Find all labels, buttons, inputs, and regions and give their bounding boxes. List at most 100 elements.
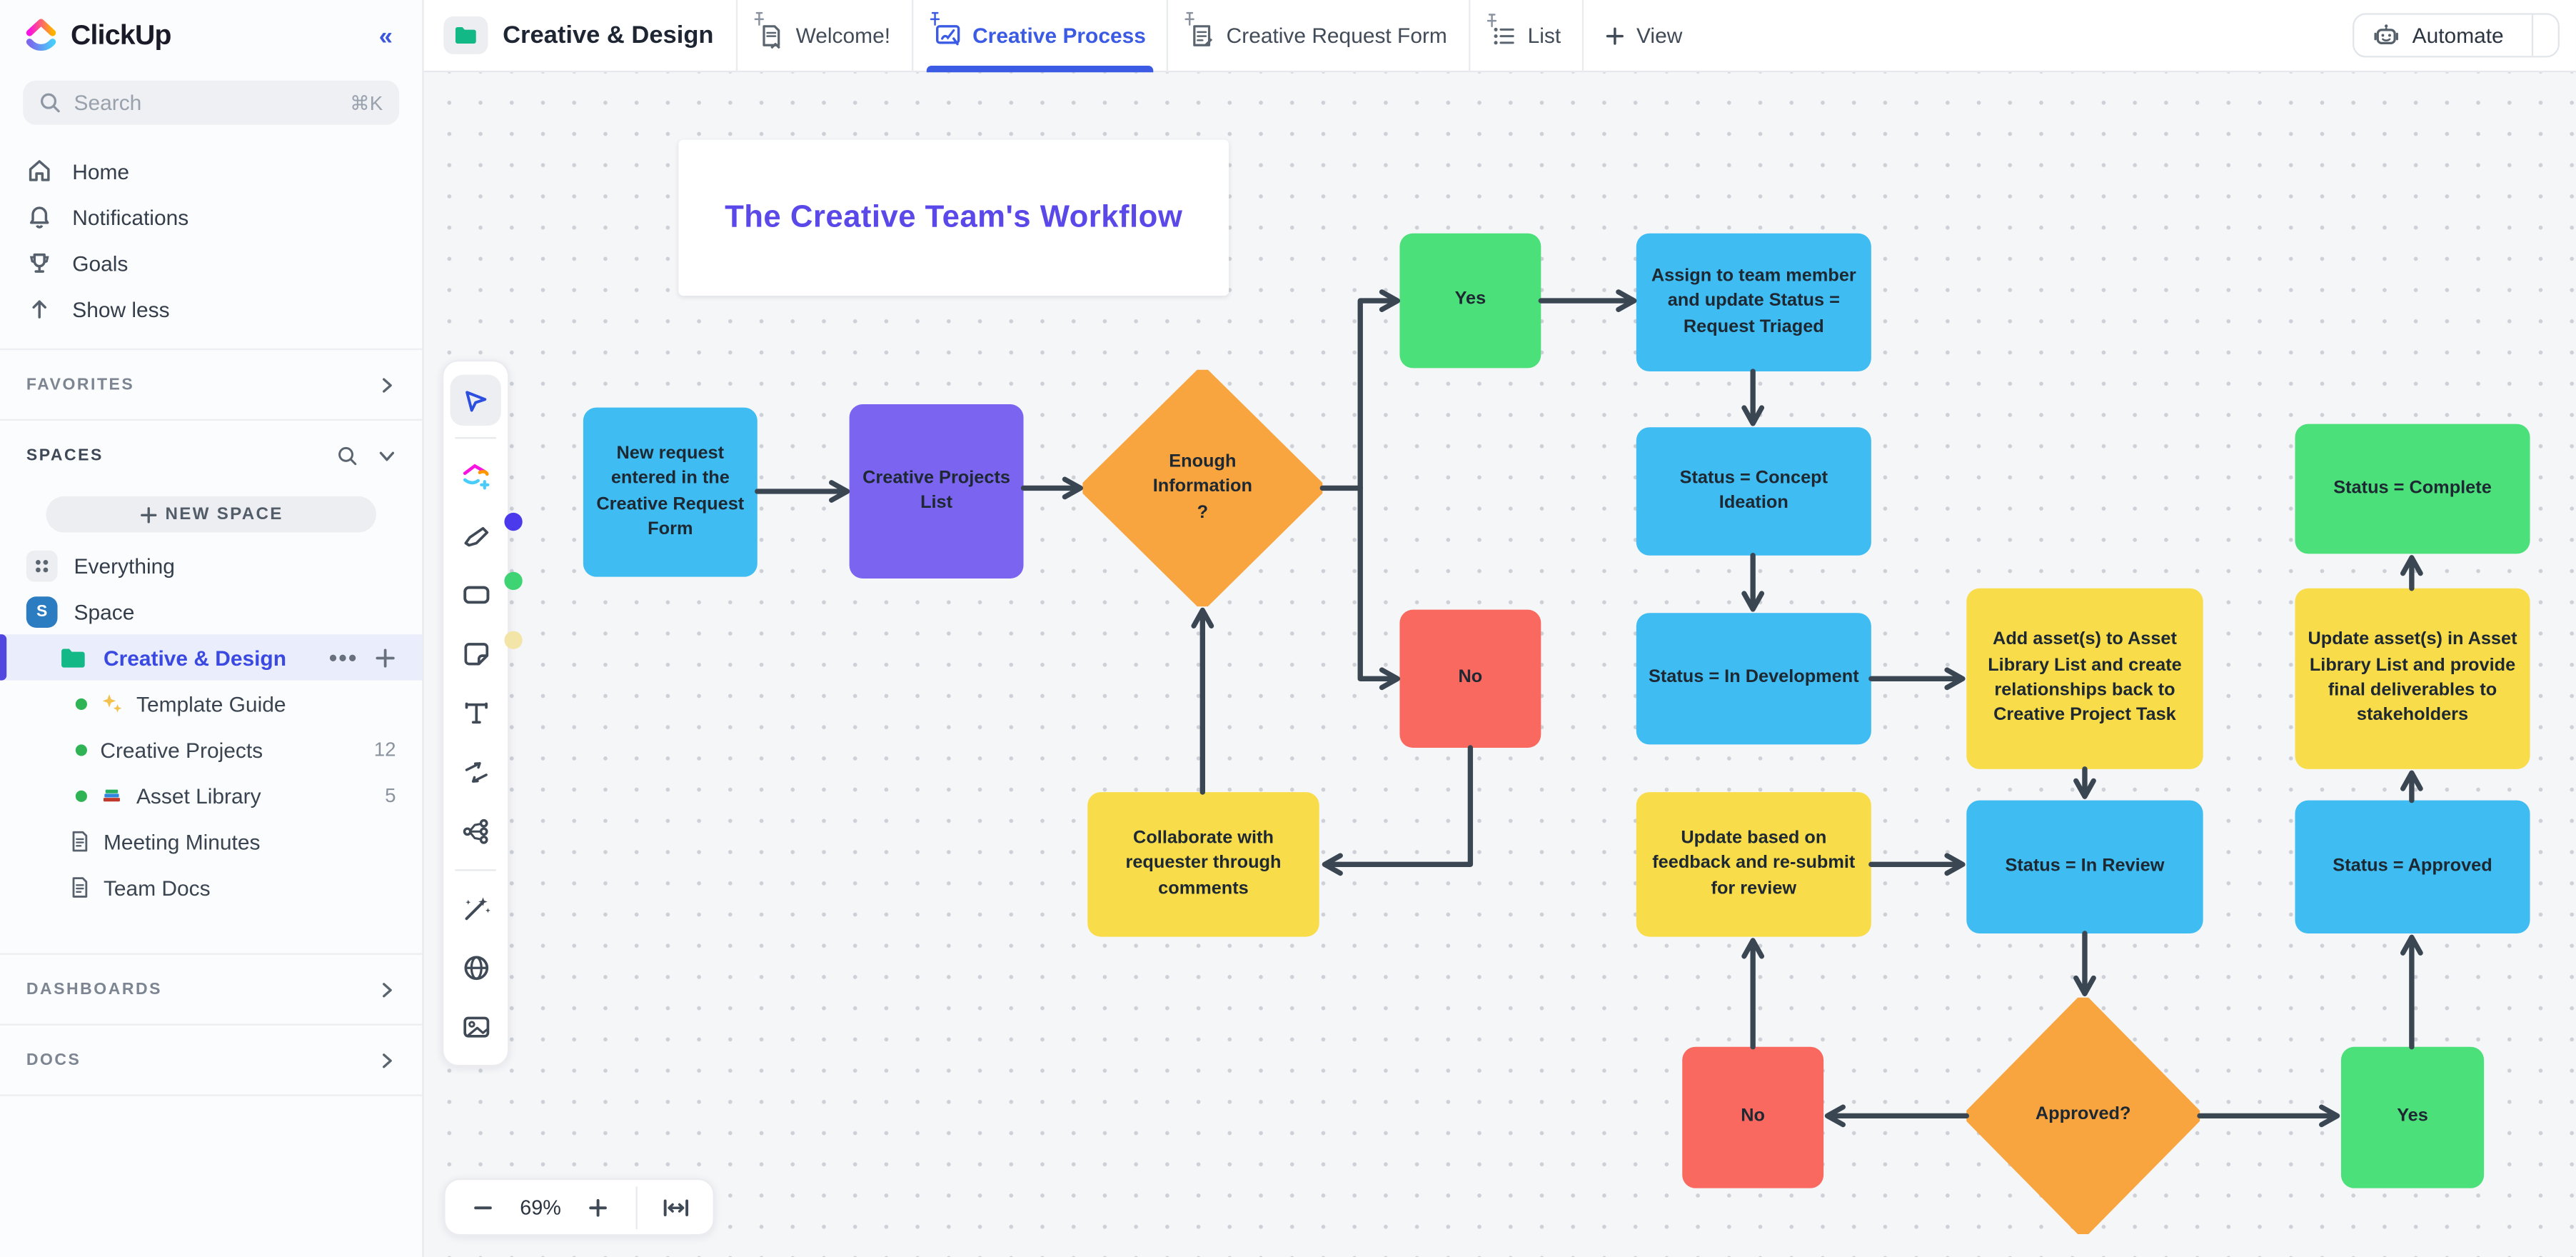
flow-node-collaborate[interactable]: Collaborate with requester through comme… [1087, 792, 1319, 937]
flow-node-in-development[interactable]: Status = In Development [1636, 613, 1871, 745]
chevron-right-icon[interactable] [378, 376, 396, 394]
flow-node-update-assets[interactable]: Update asset(s) in Asset Library List an… [2295, 588, 2530, 769]
flow-node-approved[interactable]: Approved? [1966, 997, 2200, 1235]
add-icon[interactable] [375, 646, 396, 668]
clickup-logo-icon [26, 19, 56, 51]
chevron-right-icon[interactable] [378, 1051, 396, 1068]
sidebar-item-creative-design[interactable]: Creative & Design ••• [0, 634, 423, 681]
sidebar-item-team-docs[interactable]: Team Docs [0, 864, 422, 910]
more-options-icon[interactable]: ••• [328, 643, 358, 671]
flow-node-creative-projects-list[interactable]: Creative Projects List [849, 404, 1024, 579]
board-title: The Creative Team's Workflow [725, 199, 1183, 234]
image-tool[interactable] [450, 1001, 500, 1052]
tab-label: Creative Request Form [1226, 23, 1447, 48]
embed-tool[interactable] [450, 943, 500, 993]
mindmap-tool[interactable] [450, 806, 500, 857]
dashboards-section-header[interactable]: DASHBOARDS [0, 953, 423, 1024]
cursor-tool[interactable] [450, 374, 501, 425]
connector-tool[interactable] [450, 747, 500, 798]
favorites-label: FAVORITES [26, 375, 135, 394]
favorites-section-header[interactable]: FAVORITES [0, 348, 423, 419]
shape-color-dot[interactable] [504, 571, 523, 591]
sidebar-item-everything[interactable]: Everything [0, 542, 422, 588]
flow-node-add-assets[interactable]: Add asset(s) to Asset Library List and c… [1966, 588, 2203, 769]
zoom-fit-button[interactable] [652, 1184, 698, 1230]
sidebar-item-goals[interactable]: Goals [0, 240, 422, 286]
sidebar-item-meeting-minutes[interactable]: Meeting Minutes [0, 818, 422, 864]
pen-color-dot[interactable] [504, 512, 523, 531]
tab-welcome[interactable]: Welcome! [736, 0, 912, 72]
sidebar-item-template-guide[interactable]: Template Guide [0, 681, 422, 726]
sticky-note-tool[interactable] [450, 628, 500, 679]
flow-node-in-review[interactable]: Status = In Review [1966, 800, 2203, 933]
sidebar-item-asset-library[interactable]: Asset Library 5 [0, 772, 422, 818]
collapse-sidebar-icon[interactable]: « [378, 22, 393, 51]
flow-node-status-approved[interactable]: Status = Approved [2295, 800, 2530, 933]
flow-node-yes-bottom[interactable]: Yes [2340, 1046, 2485, 1188]
add-view-button[interactable]: View [1582, 0, 1704, 72]
flow-node-status-complete[interactable]: Status = Complete [2295, 424, 2530, 554]
main-area: Creative & Design Welcome! Creative Proc… [423, 0, 2576, 1257]
flow-node-yes-top[interactable]: Yes [1399, 233, 1541, 369]
rectangle-icon [463, 586, 489, 604]
sticky-color-dot[interactable] [504, 631, 523, 649]
sidebar-item-creative-projects[interactable]: Creative Projects 12 [0, 726, 422, 772]
diamond-shape [1082, 369, 1323, 607]
folder-icon [61, 648, 85, 667]
chevron-down-icon[interactable] [378, 446, 396, 464]
clip-add-tool[interactable] [450, 451, 500, 502]
automate-button[interactable]: Automate [2353, 13, 2560, 58]
sidebar-item-show-less[interactable]: Show less [0, 286, 422, 331]
trophy-icon [29, 253, 49, 273]
chevron-right-icon[interactable] [378, 981, 396, 998]
new-space-button[interactable]: NEW SPACE [46, 496, 376, 533]
zoom-out-button[interactable] [460, 1184, 505, 1230]
bell-icon [29, 206, 49, 229]
flow-node-update-feedback[interactable]: Update based on feedback and re-submit f… [1636, 792, 1871, 937]
sidebar-item-notifications[interactable]: Notifications [0, 194, 422, 240]
zoom-in-button[interactable] [575, 1184, 620, 1230]
pin-icon [1486, 13, 1496, 27]
sidebar-item-space[interactable]: S Space [0, 589, 422, 634]
zoom-level[interactable]: 69% [520, 1195, 561, 1219]
marker-tool[interactable] [450, 510, 500, 561]
spaces-section-header[interactable]: SPACES [0, 419, 423, 490]
flow-node-label: Approved? [2035, 1104, 2131, 1125]
tab-label: List [1527, 23, 1561, 48]
flow-connector[interactable] [1322, 745, 1474, 876]
flow-node-label: Status = Complete [2333, 478, 2492, 498]
flow-node-no-top[interactable]: No [1399, 609, 1541, 748]
search-input[interactable]: Search ⌘K [23, 80, 400, 125]
board-title-card[interactable]: The Creative Team's Workflow [678, 139, 1229, 296]
tab-list[interactable]: List [1468, 0, 1582, 72]
shape-tool[interactable] [450, 569, 500, 620]
sidebar-item-label: Team Docs [103, 875, 211, 900]
flow-node-label: Update asset(s) in Asset Library List an… [2308, 629, 2517, 726]
text-tool[interactable] [450, 688, 500, 738]
spaces-search-icon[interactable] [337, 444, 358, 466]
docs-section-header[interactable]: DOCS [0, 1023, 423, 1095]
sidebar-item-home[interactable]: Home [0, 148, 422, 194]
flow-node-no-bottom[interactable]: No [1682, 1046, 1824, 1188]
flow-node-label: Enough Information ? [1152, 451, 1252, 522]
divider [635, 1186, 638, 1228]
space-folder-icon[interactable] [443, 16, 488, 54]
doc-home-icon [763, 24, 781, 49]
flow-node-assign-triaged[interactable]: Assign to team member and update Status … [1636, 233, 1871, 372]
tab-creative-process[interactable]: Creative Process [911, 0, 1167, 72]
list-icon [1494, 26, 1514, 44]
flow-connector[interactable] [1357, 289, 1401, 491]
tab-creative-request-form[interactable]: Creative Request Form [1167, 0, 1469, 72]
flow-node-label: New request entered in the Creative Requ… [596, 443, 745, 539]
sidebar-item-label: Goals [72, 250, 129, 276]
flow-node-enough-information[interactable]: Enough Information ? [1082, 369, 1323, 607]
flow-node-label: Assign to team member and update Status … [1651, 266, 1856, 336]
ai-wand-tool[interactable] [450, 883, 500, 934]
flow-connector[interactable] [1357, 485, 1401, 691]
flow-node-concept-ideation[interactable]: Status = Concept Ideation [1636, 427, 1871, 556]
sidebar-item-label: Notifications [72, 204, 189, 229]
whiteboard-canvas[interactable]: The Creative Team's Workflow New request… [423, 72, 2576, 1257]
divider [455, 437, 496, 439]
flow-node-new-request[interactable]: New request entered in the Creative Requ… [583, 407, 758, 577]
clip-add-icon [462, 464, 489, 490]
